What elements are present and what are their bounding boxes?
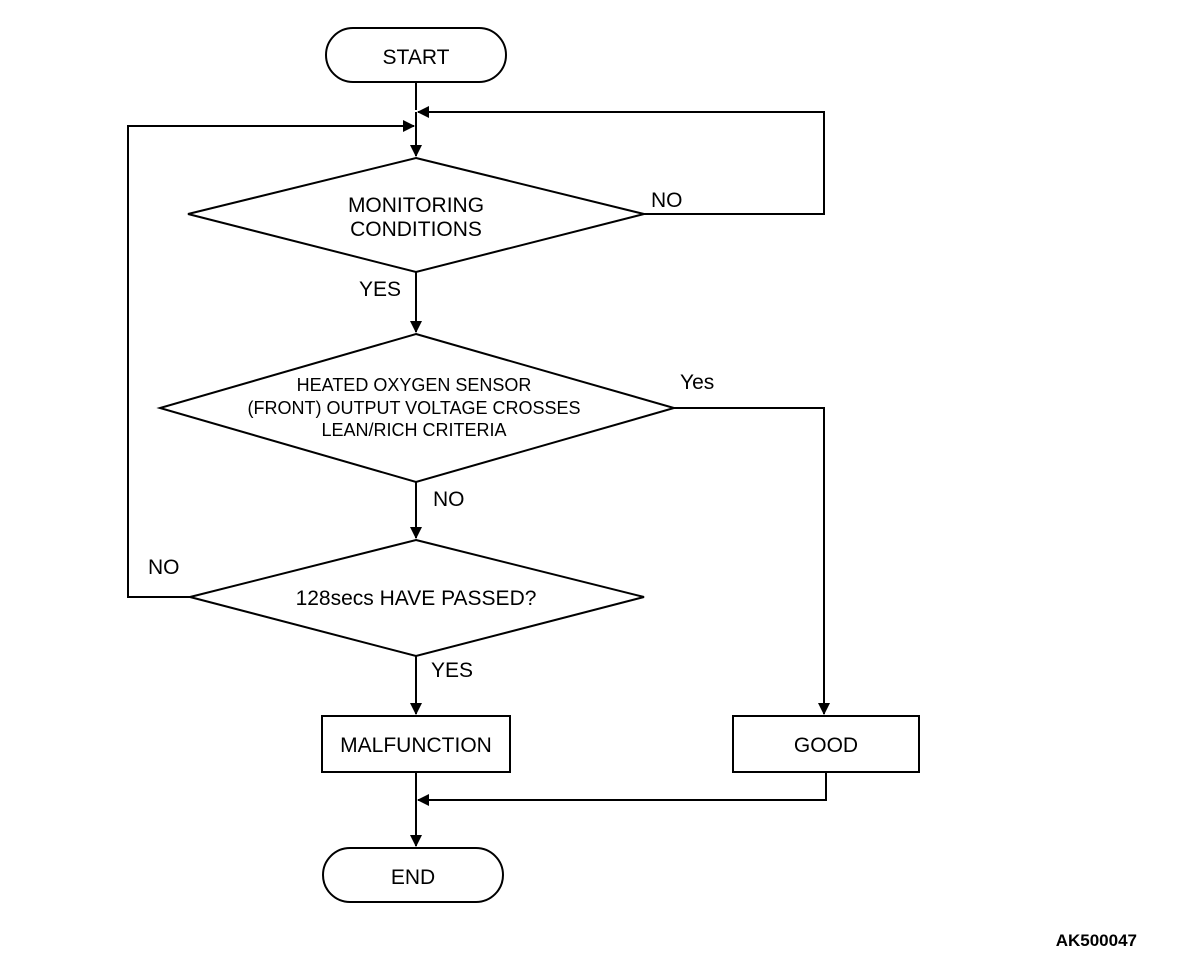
sensor-no-label: NO bbox=[433, 488, 465, 511]
edge-sensor-yes bbox=[674, 407, 830, 715]
edge-good-to-merge bbox=[417, 772, 827, 806]
sensor-label-line3: LEAN/RICH CRITERIA bbox=[321, 420, 506, 440]
malfunction-label: MALFUNCTION bbox=[340, 734, 492, 757]
monitoring-label-line1: MONITORING bbox=[348, 194, 484, 217]
monitoring-no-label: NO bbox=[651, 189, 683, 212]
figure-code: AK500047 bbox=[1056, 931, 1137, 950]
timer-yes-label: YES bbox=[431, 659, 473, 682]
edge-monitoring-no-loop bbox=[417, 106, 825, 215]
end-label: END bbox=[391, 866, 435, 889]
monitoring-yes-label: YES bbox=[359, 278, 401, 301]
connectors bbox=[127, 82, 830, 847]
sensor-label-line1: HEATED OXYGEN SENSOR bbox=[297, 375, 532, 395]
timer-no-label: NO bbox=[148, 556, 180, 579]
malfunction-box: MALFUNCTION bbox=[321, 715, 511, 773]
end-terminator: END bbox=[322, 847, 504, 903]
good-label: GOOD bbox=[794, 734, 858, 757]
monitoring-label-line2: CONDITIONS bbox=[350, 218, 482, 241]
start-label: START bbox=[383, 46, 450, 69]
timer-label: 128secs HAVE PASSED? bbox=[296, 587, 537, 610]
start-terminator: START bbox=[325, 27, 507, 83]
edge-timer-no-loop bbox=[127, 120, 415, 598]
good-box: GOOD bbox=[732, 715, 920, 773]
sensor-crossing-decision: HEATED OXYGEN SENSOR (FRONT) OUTPUT VOLT… bbox=[156, 332, 678, 484]
timer-decision: 128secs HAVE PASSED? bbox=[189, 538, 645, 658]
sensor-label-line2: (FRONT) OUTPUT VOLTAGE CROSSES bbox=[247, 398, 580, 418]
sensor-yes-label: Yes bbox=[680, 371, 714, 394]
monitoring-conditions-decision: MONITORING CONDITIONS bbox=[187, 156, 645, 274]
